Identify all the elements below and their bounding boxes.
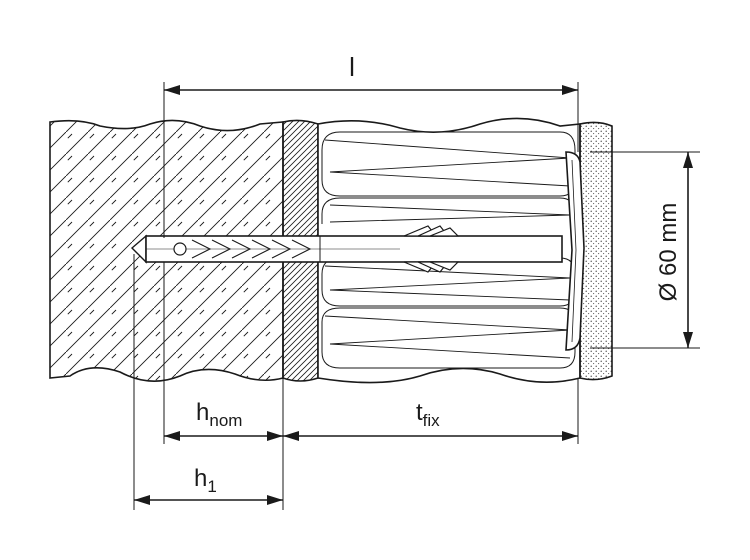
- dimension-h-nom: hnom: [163, 262, 284, 510]
- t-fix-label: tfix: [416, 399, 440, 430]
- dimension-h1: h1: [133, 254, 283, 510]
- h1-label: h1: [194, 465, 217, 496]
- anchor-sleeve: [130, 225, 563, 273]
- dimension-diameter: Ø 60 mm: [590, 151, 700, 349]
- diameter-label: Ø 60 mm: [655, 203, 682, 302]
- dimension-total-length: l: [163, 52, 579, 238]
- h-nom-label: hnom: [196, 399, 242, 430]
- total-length-label: l: [349, 52, 355, 82]
- anchor-plate: [565, 151, 585, 351]
- dimension-t-fix: tfix: [283, 378, 579, 444]
- render-layer: [579, 121, 613, 381]
